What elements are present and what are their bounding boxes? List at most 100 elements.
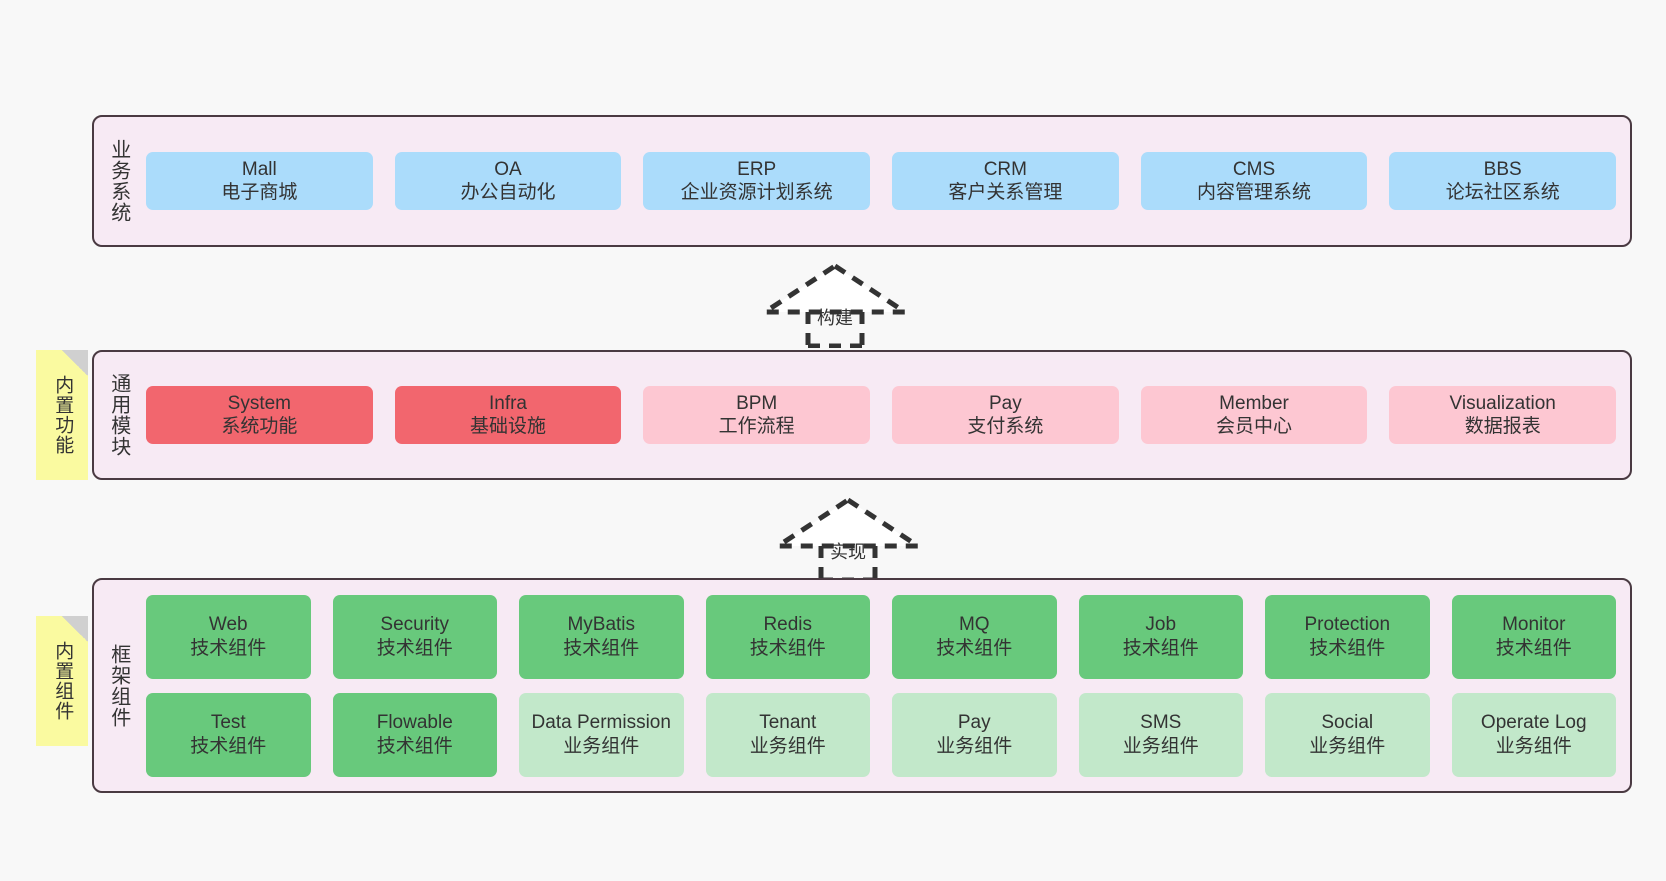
box-social[interactable]: Social 业务组件: [1265, 692, 1430, 777]
box-member[interactable]: Member 会员中心: [1140, 385, 1368, 445]
box-subtitle: 工作流程: [718, 416, 795, 437]
box-title: Pay: [988, 392, 1022, 414]
box-row: Test 技术组件 Flowable 技术组件 Data Permission …: [146, 692, 1616, 777]
box-pay-component[interactable]: Pay 业务组件: [892, 692, 1057, 777]
box-subtitle: 技术组件: [563, 637, 640, 659]
box-title: MyBatis: [567, 614, 636, 636]
box-subtitle: 技术组件: [190, 735, 267, 757]
box-title: OA: [494, 158, 522, 180]
box-title: Social: [1321, 712, 1374, 734]
layer-body-business-systems: Mall 电子商城 OA 办公自动化 ERP 企业资源计划系统 CRM 客户关系…: [142, 117, 1630, 245]
box-title: MQ: [958, 614, 990, 636]
box-mybatis[interactable]: MyBatis 技术组件: [519, 594, 684, 679]
layer-business-systems: 业务系统 Mall 电子商城 OA 办公自动化 ERP 企业资源计划系统 CRM…: [92, 115, 1632, 247]
box-sms[interactable]: SMS 业务组件: [1078, 692, 1243, 777]
layer-label-common-modules: 通用模块: [107, 373, 130, 457]
box-visualization[interactable]: Visualization 数据报表: [1389, 385, 1617, 445]
box-oa[interactable]: OA 办公自动化: [394, 151, 622, 211]
box-data-permission[interactable]: Data Permission 业务组件: [519, 692, 684, 777]
connector-realize-label: 实现: [830, 542, 866, 562]
connector-build-label: 构建: [817, 308, 853, 328]
box-protection[interactable]: Protection 技术组件: [1265, 594, 1430, 679]
box-subtitle: 业务组件: [749, 735, 826, 757]
note-builtin-features: 内置功能: [36, 350, 88, 480]
folded-corner-icon: [62, 350, 88, 376]
box-title: Visualization: [1449, 392, 1556, 414]
box-subtitle: 企业资源计划系统: [680, 182, 833, 203]
note-builtin-components: 内置组件: [36, 616, 88, 746]
box-subtitle: 办公自动化: [460, 182, 556, 203]
box-operate-log[interactable]: Operate Log 业务组件: [1451, 692, 1616, 777]
box-erp[interactable]: ERP 企业资源计划系统: [643, 151, 871, 211]
box-mq[interactable]: MQ 技术组件: [892, 594, 1057, 679]
box-subtitle: 技术组件: [376, 637, 453, 659]
box-subtitle: 技术组件: [1122, 637, 1199, 659]
box-subtitle: 客户关系管理: [948, 182, 1063, 203]
box-title: Pay: [957, 712, 991, 734]
layer-body-common-modules: System 系统功能 Infra 基础设施 BPM 工作流程 Pay 支付系统…: [142, 352, 1630, 478]
box-title: Infra: [488, 392, 528, 414]
box-title: BBS: [1483, 158, 1522, 180]
box-crm[interactable]: CRM 客户关系管理: [892, 151, 1119, 211]
box-web[interactable]: Web 技术组件: [146, 594, 311, 679]
box-title: Test: [210, 712, 246, 734]
box-subtitle: 技术组件: [1309, 637, 1386, 659]
box-title: Flowable: [376, 712, 453, 734]
box-title: System: [227, 392, 292, 414]
box-bbs[interactable]: BBS 论坛社区系统: [1389, 151, 1617, 211]
box-title: Redis: [763, 614, 813, 636]
box-row: Web 技术组件 Security 技术组件 MyBatis 技术组件 Redi…: [146, 594, 1616, 679]
box-bpm[interactable]: BPM 工作流程: [643, 385, 871, 445]
box-title: CMS: [1232, 158, 1276, 180]
connector-realize: 实现: [773, 496, 923, 582]
box-subtitle: 基础设施: [470, 416, 547, 437]
box-subtitle: 业务组件: [563, 735, 640, 757]
box-title: Tenant: [759, 712, 817, 734]
box-subtitle: 支付系统: [967, 416, 1044, 437]
box-subtitle: 业务组件: [1309, 735, 1386, 757]
box-test[interactable]: Test 技术组件: [146, 692, 311, 777]
box-tenant[interactable]: Tenant 业务组件: [705, 692, 870, 777]
box-subtitle: 内容管理系统: [1197, 182, 1312, 203]
realization-arrow-icon: [760, 263, 910, 348]
box-subtitle: 技术组件: [190, 637, 267, 659]
box-subtitle: 技术组件: [1495, 637, 1572, 659]
box-subtitle: 会员中心: [1216, 416, 1293, 437]
box-title: Monitor: [1502, 614, 1566, 636]
box-flowable[interactable]: Flowable 技术组件: [332, 692, 497, 777]
box-subtitle: 系统功能: [221, 416, 298, 437]
layer-common-modules: 通用模块 System 系统功能 Infra 基础设施 BPM 工作流程 Pay…: [92, 350, 1632, 480]
box-cms[interactable]: CMS 内容管理系统: [1140, 151, 1368, 211]
box-row: Mall 电子商城 OA 办公自动化 ERP 企业资源计划系统 CRM 客户关系…: [146, 151, 1617, 211]
box-subtitle: 技术组件: [376, 735, 453, 757]
box-title: Member: [1219, 392, 1289, 414]
box-title: ERP: [737, 158, 777, 180]
box-mall[interactable]: Mall 电子商城: [146, 151, 373, 211]
box-security[interactable]: Security 技术组件: [332, 594, 497, 679]
box-pay-module[interactable]: Pay 支付系统: [892, 385, 1119, 445]
box-title: Job: [1145, 614, 1177, 636]
box-infra[interactable]: Infra 基础设施: [394, 385, 622, 445]
box-title: Security: [380, 614, 450, 636]
layer-label-business-systems: 业务系统: [107, 139, 130, 223]
layer-label-framework-components: 框架组件: [107, 643, 130, 728]
layer-body-framework-components: Web 技术组件 Security 技术组件 MyBatis 技术组件 Redi…: [142, 580, 1630, 791]
box-subtitle: 电子商城: [221, 182, 298, 203]
box-redis[interactable]: Redis 技术组件: [705, 594, 870, 679]
box-subtitle: 业务组件: [1122, 735, 1199, 757]
box-title: Web: [208, 614, 248, 636]
folded-corner-icon: [62, 616, 88, 642]
note-label: 内置组件: [52, 641, 74, 721]
box-subtitle: 论坛社区系统: [1445, 182, 1560, 203]
box-system[interactable]: System 系统功能: [146, 385, 373, 445]
note-label: 内置功能: [52, 375, 74, 455]
box-subtitle: 业务组件: [1495, 735, 1572, 757]
box-title: CRM: [983, 158, 1027, 180]
box-subtitle: 技术组件: [749, 637, 826, 659]
box-subtitle: 数据报表: [1464, 416, 1541, 437]
box-job[interactable]: Job 技术组件: [1078, 594, 1243, 679]
box-title: BPM: [736, 392, 778, 414]
box-monitor[interactable]: Monitor 技术组件: [1451, 594, 1616, 679]
box-subtitle: 技术组件: [936, 637, 1013, 659]
connector-build: 构建: [760, 262, 910, 348]
